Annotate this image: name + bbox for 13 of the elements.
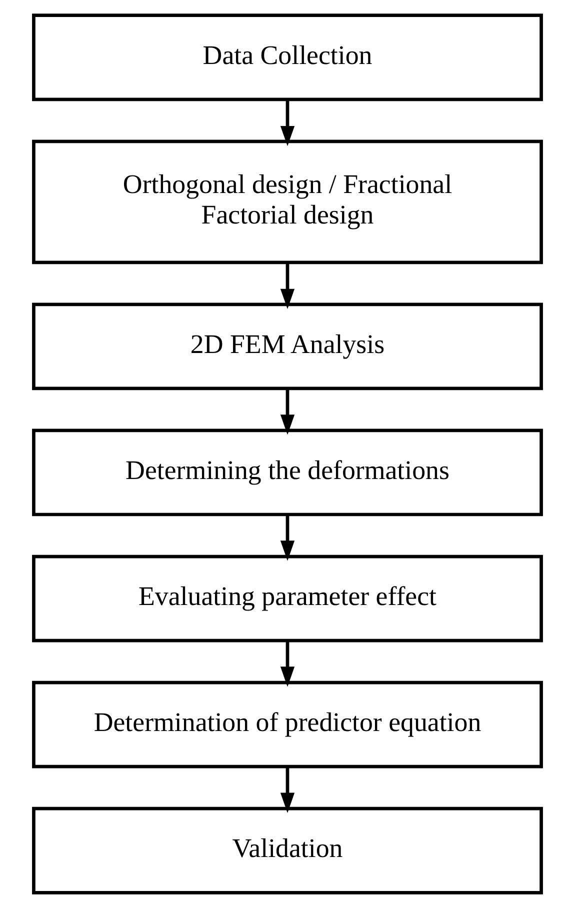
node-box: 2D FEM Analysis	[32, 302, 542, 390]
node-box: Validation	[32, 806, 542, 894]
node-box: Determination of predictor equation	[32, 680, 542, 768]
node-box: Determining the deformations	[32, 428, 542, 516]
arrow	[280, 100, 294, 146]
arrow	[280, 515, 294, 561]
arrow	[280, 767, 294, 813]
node-box: Evaluating parameter effect	[32, 554, 542, 642]
node-box: Orthogonal design / Fractional Factorial design	[32, 140, 542, 264]
arrow	[280, 262, 294, 310]
arrow	[280, 641, 294, 687]
node-box: Data Collection	[32, 14, 542, 102]
arrow	[280, 388, 294, 435]
